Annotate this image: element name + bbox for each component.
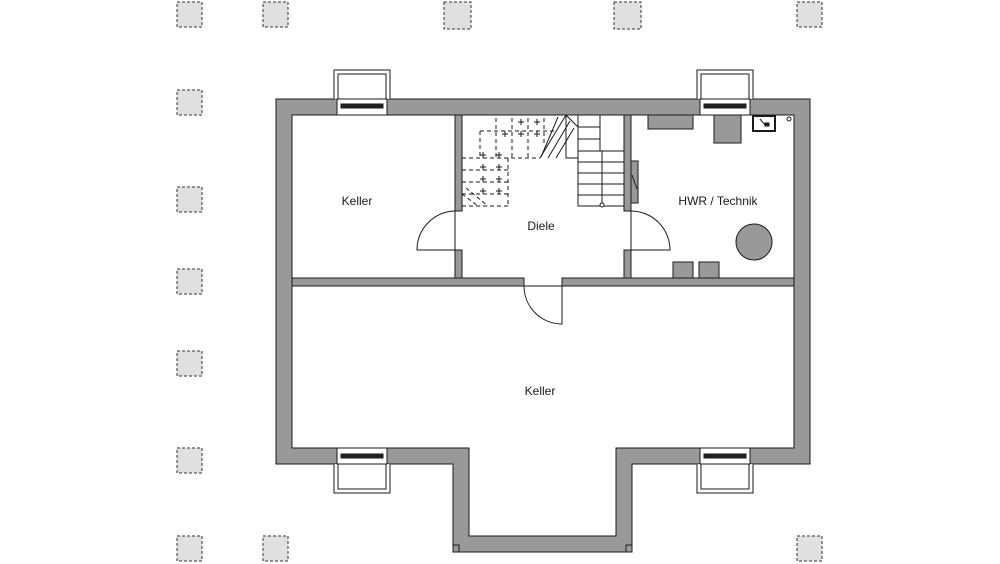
column-marker — [796, 535, 823, 562]
floor-drain — [786, 116, 792, 122]
column-marker — [262, 1, 289, 28]
column-marker — [176, 350, 203, 377]
window-bottom-left — [333, 447, 391, 494]
wall-horizontal-right — [561, 277, 795, 287]
column-marker — [613, 1, 642, 30]
appliance-unit — [713, 114, 742, 144]
window-bottom-right — [696, 447, 754, 494]
column-marker — [176, 1, 203, 28]
technik-unit-right — [698, 261, 720, 279]
stair-start-dot — [599, 202, 605, 208]
stair-side-detail — [631, 174, 638, 190]
door-swing-hwr — [630, 210, 671, 251]
stair-crosses — [480, 119, 540, 194]
wall-vertical-right-lower — [623, 249, 632, 279]
stair-flight-solid — [577, 115, 624, 207]
stair-arrow-line — [540, 116, 559, 158]
room-label-keller-top: Keller — [342, 194, 373, 208]
column-marker — [176, 186, 203, 213]
wall-vertical-left-lower — [454, 249, 463, 279]
column-markers — [176, 1, 823, 562]
door-swing-keller-top — [416, 210, 456, 251]
technik-unit-left — [672, 261, 694, 279]
room-label-hwr: HWR / Technik — [678, 194, 758, 208]
water-tank — [735, 223, 773, 261]
doors — [416, 210, 671, 325]
column-marker — [176, 447, 203, 474]
sink-drain — [764, 122, 770, 127]
column-marker — [176, 535, 203, 562]
wall-vertical-right-upper — [623, 114, 632, 212]
column-marker — [176, 89, 203, 116]
counter-appliance — [647, 114, 694, 130]
room-label-diele: Diele — [527, 219, 555, 233]
staircase — [461, 114, 624, 208]
column-marker — [176, 268, 203, 295]
stair-diagonal-dashed — [461, 187, 489, 207]
windows — [333, 69, 754, 494]
window-top-left — [333, 69, 391, 116]
stair-winder — [539, 114, 579, 159]
wall-vertical-left-upper — [454, 114, 463, 212]
window-top-right — [696, 69, 754, 116]
column-marker — [262, 535, 289, 562]
corner-block-left — [452, 544, 460, 553]
column-marker — [796, 1, 823, 28]
stair-handrail — [565, 115, 578, 159]
corner-block-right — [625, 544, 633, 553]
room-label-keller-bottom: Keller — [525, 384, 556, 398]
wall-horizontal-left — [291, 277, 525, 287]
stair-flight-dashed — [462, 118, 556, 207]
hwr-fixtures — [647, 114, 792, 279]
column-marker — [443, 1, 472, 30]
door-swing-keller-bottom — [523, 285, 563, 325]
